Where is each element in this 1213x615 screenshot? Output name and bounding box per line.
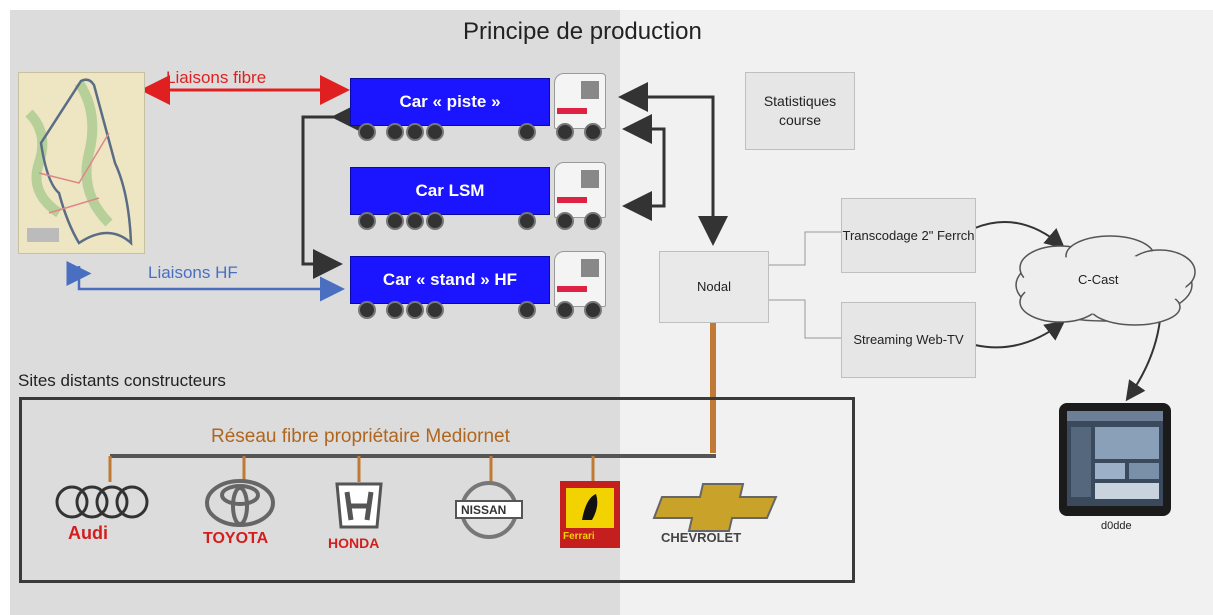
- hf-link-label: Liaisons HF: [148, 263, 238, 282]
- truck-stand-hf[interactable]: Car « stand » HF: [348, 251, 616, 323]
- streaming-ccast-line: [974, 320, 1066, 349]
- transcodage-ccast-line: [974, 221, 1066, 249]
- tablet-icon: [1059, 403, 1171, 516]
- truck-cab-icon: [554, 251, 606, 307]
- truck-wheels-icon: [348, 212, 616, 234]
- ccast-cloud: [1015, 235, 1196, 326]
- toyota-emblem-icon: [205, 479, 275, 527]
- chevrolet-logo-text: CHEVROLET: [661, 530, 742, 545]
- ccast-label: C-Cast: [1078, 272, 1119, 287]
- honda-emblem-icon: [335, 482, 383, 529]
- honda-logo-text: HONDA: [328, 535, 380, 551]
- diagram-title: Principe de production: [463, 18, 702, 45]
- ferrari-shield-icon: [560, 481, 620, 548]
- truck-piste[interactable]: Car « piste »: [348, 73, 616, 145]
- truck-cab-icon: [554, 73, 606, 129]
- toyota-logo-text: TOYOTA: [203, 530, 269, 547]
- nodal-streaming-line: [768, 299, 841, 339]
- sites-label: Sites distants constructeurs: [18, 371, 226, 390]
- truck-wheels-icon: [348, 123, 616, 145]
- nodal-transcodage-line: [768, 231, 841, 266]
- nissan-logo-text: NISSAN: [461, 503, 507, 517]
- nissan-emblem-icon: [455, 481, 523, 539]
- race-route-map: [18, 72, 145, 254]
- hf-link-line: [66, 261, 345, 302]
- fibre-link-label: Liaisons fibre: [166, 68, 267, 87]
- streaming-box: Streaming Web-TV: [841, 302, 976, 378]
- truck-stand-hf-label: Car « stand » HF: [350, 256, 550, 304]
- mediornet-label: Réseau fibre propriétaire Mediornet: [211, 426, 510, 447]
- ccast-tablet-line: [1125, 319, 1161, 402]
- sites-frame: [19, 397, 855, 583]
- ferrari-logo-text: Ferrari: [563, 531, 595, 542]
- truck-interconnect-line: [301, 102, 361, 279]
- truck-wheels-icon: [348, 301, 616, 323]
- transcodage-box: Transcodage 2" Ferrch: [841, 198, 976, 273]
- audi-rings-icon: [55, 485, 149, 519]
- stats-box: Statistiques course: [745, 72, 855, 150]
- nodal-box: Nodal: [659, 251, 769, 323]
- piste-nodal-line: [618, 82, 728, 246]
- truck-lsm-label: Car LSM: [350, 167, 550, 215]
- audi-logo-text: Audi: [68, 523, 108, 543]
- piste-lsm-line: [622, 114, 666, 221]
- tablet-caption: d0dde: [1101, 520, 1132, 532]
- truck-cab-icon: [554, 162, 606, 218]
- chevrolet-bowtie-icon: [652, 483, 778, 532]
- truck-lsm[interactable]: Car LSM: [348, 162, 616, 234]
- truck-piste-label: Car « piste »: [350, 78, 550, 126]
